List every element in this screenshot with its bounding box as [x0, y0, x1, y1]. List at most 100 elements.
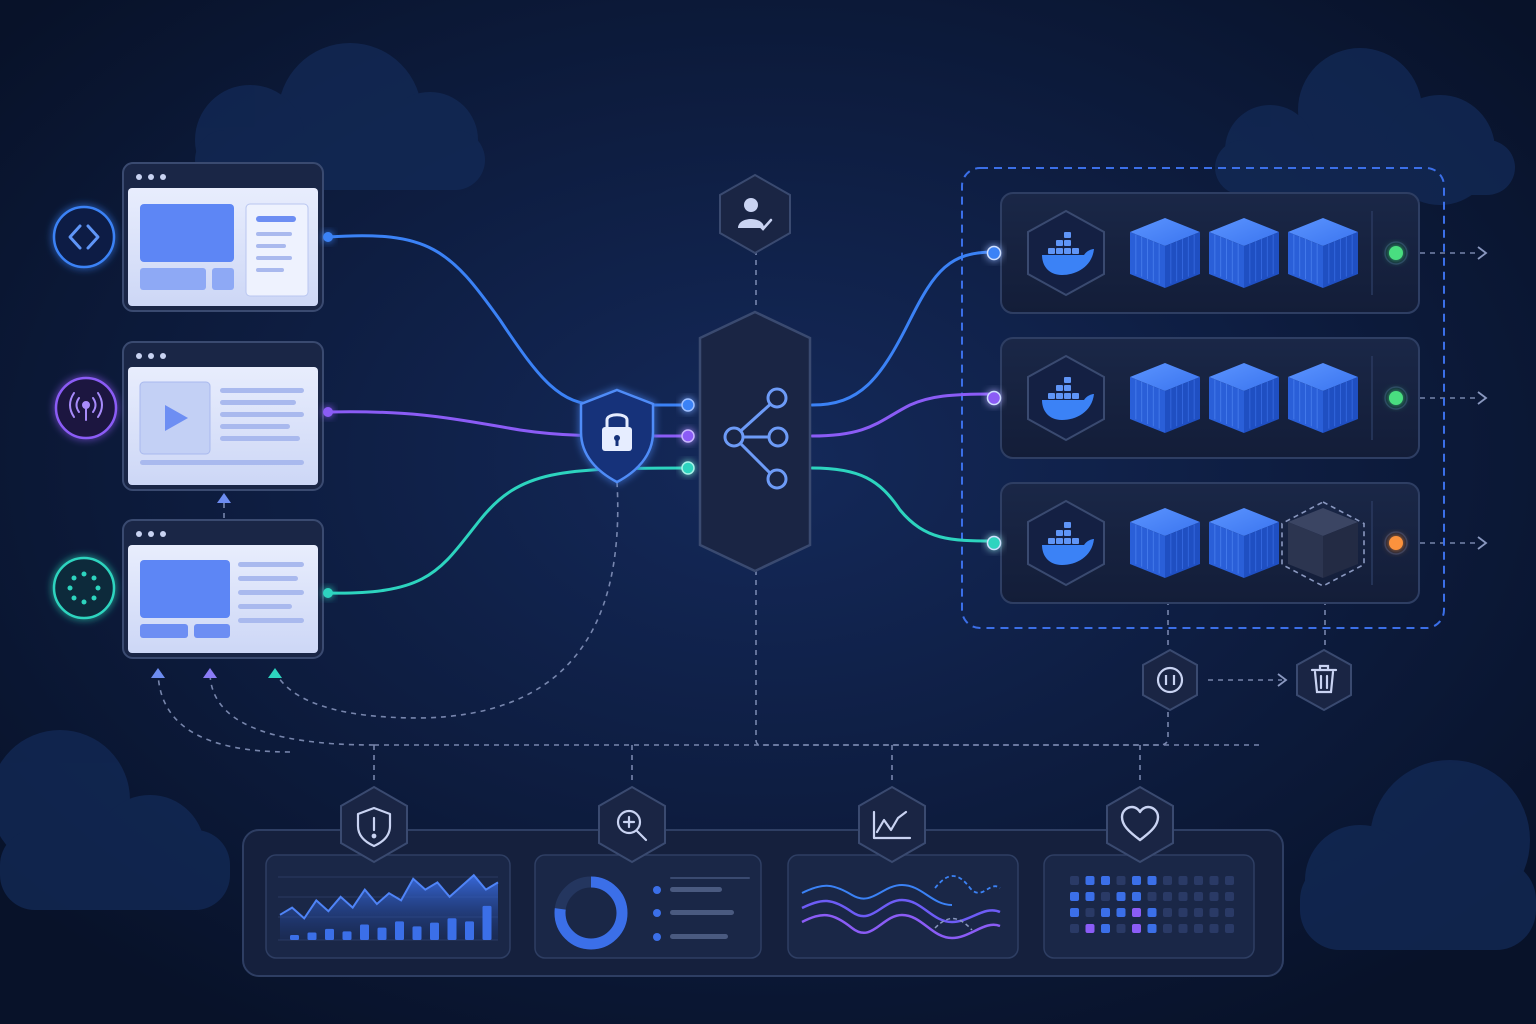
health-dot: [1101, 908, 1110, 917]
engine-badge[interactable]: [1027, 354, 1105, 442]
client-connectors: [323, 232, 333, 598]
health-grid-panel[interactable]: [1043, 854, 1255, 959]
health-dot: [1116, 908, 1126, 917]
connector-dot: [323, 232, 333, 242]
bar: [325, 928, 334, 940]
health-dot: [1194, 892, 1203, 901]
auth-service[interactable]: [719, 173, 791, 255]
arrowhead-up-1: [151, 668, 165, 678]
bar: [482, 905, 492, 940]
docker-whale-icon: [1042, 522, 1094, 565]
health-dot: [1209, 908, 1219, 917]
arrowhead-service-2: [1477, 391, 1488, 405]
link-router-to-bus: [755, 570, 1169, 746]
bar: [465, 921, 474, 940]
service-input-port: [986, 535, 1002, 551]
service-row-2[interactable]: [986, 337, 1420, 459]
client-window-1[interactable]: [122, 162, 324, 312]
content-block: [140, 560, 230, 618]
service-row-3[interactable]: [986, 482, 1420, 604]
health-dot: [1116, 892, 1126, 901]
trash-icon: [1310, 664, 1338, 694]
health-dot: [1085, 908, 1095, 917]
arrowhead-service-3: [1477, 536, 1488, 550]
health-dot: [1225, 892, 1234, 901]
user-check-icon: [738, 198, 773, 231]
play-icon[interactable]: [165, 405, 188, 431]
monitoring-links: [157, 250, 1480, 785]
connector-dot: [323, 588, 333, 598]
share-network-icon: [723, 387, 789, 490]
health-dot-grid: [1070, 876, 1234, 933]
service-rows: [986, 192, 1420, 604]
service-cluster-boundary: [961, 167, 1445, 629]
health-dot: [1225, 908, 1234, 917]
health-dot: [1178, 908, 1188, 917]
delete-action[interactable]: [1296, 648, 1352, 712]
container-cube[interactable]: [1209, 508, 1279, 578]
security-gateway[interactable]: [579, 388, 655, 484]
search-insights-panel[interactable]: [534, 854, 762, 959]
health-dot: [1132, 924, 1141, 933]
bar: [290, 935, 299, 940]
status-indicator-healthy: [1389, 246, 1403, 260]
container-cube[interactable]: [1130, 508, 1200, 578]
health-dot: [1116, 924, 1126, 933]
arrowhead-up-4: [217, 493, 231, 503]
donut-ring: [554, 876, 628, 950]
container-cube[interactable]: [1130, 218, 1200, 288]
arrowhead-trash: [1277, 673, 1288, 687]
trend-waves-panel[interactable]: [787, 854, 1019, 959]
health-dot: [1194, 924, 1203, 933]
bar: [360, 924, 369, 940]
health-dot: [1132, 892, 1141, 901]
client-window-2[interactable]: [122, 341, 324, 491]
link-bus-to-client-3b: [209, 671, 375, 746]
engine-badge[interactable]: [1027, 499, 1105, 587]
bar: [342, 931, 352, 940]
bar: [307, 932, 317, 940]
traffic-chart-panel[interactable]: [265, 854, 511, 959]
bar: [447, 918, 457, 940]
monitor-health[interactable]: [1106, 785, 1174, 864]
client-badge-3[interactable]: [52, 556, 116, 620]
broadcast-icon: [69, 392, 103, 421]
cloud-bottom-left: [0, 730, 230, 910]
bar: [412, 926, 422, 940]
flow-client-3: [326, 466, 690, 595]
health-dot: [1209, 924, 1219, 933]
container-cube[interactable]: [1288, 218, 1358, 288]
monitor-search[interactable]: [598, 785, 666, 864]
pause-action[interactable]: [1142, 648, 1198, 712]
docker-whale-icon: [1042, 377, 1094, 420]
flow-client-1: [326, 234, 690, 407]
traffic-flows: [326, 234, 996, 595]
container-cube[interactable]: [1288, 363, 1358, 433]
lock-shield-icon: [602, 413, 632, 451]
client-window-3[interactable]: [122, 519, 324, 659]
monitor-trends[interactable]: [858, 785, 926, 864]
client-badge-1[interactable]: [52, 205, 116, 269]
health-dot: [1194, 908, 1203, 917]
engine-badge[interactable]: [1027, 209, 1105, 297]
container-cube[interactable]: [1209, 363, 1279, 433]
monitor-security[interactable]: [340, 785, 408, 864]
container-cube[interactable]: [1209, 218, 1279, 288]
service-row-1[interactable]: [986, 192, 1420, 314]
health-dot: [1163, 876, 1172, 885]
container-cube[interactable]: [1130, 363, 1200, 433]
router-load-balancer[interactable]: [698, 310, 812, 573]
client-badge-2[interactable]: [54, 376, 118, 440]
health-dot: [1070, 892, 1079, 901]
arrowhead-service-1: [1477, 246, 1488, 260]
health-dot: [1163, 924, 1172, 933]
health-dot: [1178, 892, 1188, 901]
health-dot: [1147, 876, 1157, 885]
health-dot: [1085, 924, 1095, 933]
health-dot: [1132, 876, 1141, 885]
health-dot: [1070, 924, 1079, 933]
circular-dots-icon: [67, 571, 101, 605]
pending-container-cube[interactable]: [1281, 501, 1365, 587]
arrowheads: [1277, 246, 1488, 687]
